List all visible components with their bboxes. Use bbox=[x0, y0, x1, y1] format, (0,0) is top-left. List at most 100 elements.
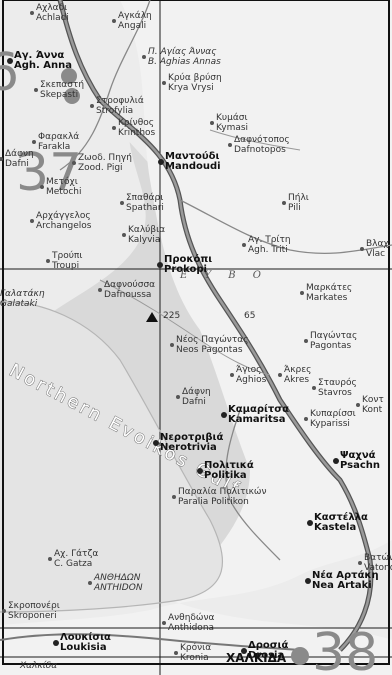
place-name-greek: Κρύα βρύση bbox=[168, 72, 222, 83]
place-name-latin: Galataki bbox=[0, 299, 38, 309]
place-marker-icon bbox=[282, 201, 286, 205]
place-name-latin: Agh. Anna bbox=[14, 60, 72, 71]
place-name-greek: Σταυρός bbox=[318, 377, 357, 388]
place-name-latin: Neos Pagontas bbox=[176, 345, 243, 355]
place-name-greek: Κυμάσι bbox=[216, 113, 248, 123]
place-marker-icon bbox=[304, 417, 308, 421]
place-name-latin: Nea Artaki bbox=[312, 580, 372, 591]
place-name-latin: Akres bbox=[284, 375, 309, 385]
place-name-greek: Μαντούδι bbox=[165, 150, 220, 162]
place-name-latin: Troupi bbox=[51, 261, 79, 271]
place-name-latin: Archangelos bbox=[36, 221, 92, 231]
place-name-greek: Καλύβια bbox=[128, 224, 165, 235]
secondary-road-6 bbox=[99, 279, 271, 376]
place-marker-icon bbox=[120, 201, 124, 205]
place-marker-icon bbox=[172, 495, 176, 499]
place-name-greek: Πολιτικά bbox=[204, 459, 254, 471]
place-name-latin: Prokopi bbox=[164, 264, 207, 275]
place-name-greek: Πήλι bbox=[288, 193, 309, 203]
place-name-greek: Γαλατάκη bbox=[0, 289, 45, 299]
place-marker-icon bbox=[230, 373, 234, 377]
place-marker-icon bbox=[333, 458, 339, 464]
place-name-greek: Σπαθάρι bbox=[126, 193, 163, 203]
page-ref-37[interactable]: 37 bbox=[16, 143, 82, 203]
place-name-latin: Zood. Pigi bbox=[78, 163, 123, 173]
place-marker-icon bbox=[197, 468, 203, 474]
city-chalkida[interactable]: ΧΑΛΚΙΔΑ bbox=[226, 651, 287, 665]
place-name-greek: Ανθηδώνα bbox=[168, 612, 214, 623]
place-marker-icon bbox=[48, 557, 52, 561]
place-name-greek: Φαρακλά bbox=[38, 132, 79, 142]
place-marker-icon bbox=[40, 185, 44, 189]
place-vatonda[interactable]: ΒατώνταVatonda bbox=[358, 552, 392, 573]
place-name-latin: Loukisia bbox=[60, 642, 107, 653]
place-name-latin: Achladi bbox=[36, 13, 69, 23]
place-name-greek: Νέος Παγώντας bbox=[176, 334, 248, 345]
place-name-greek: Μετόχι bbox=[46, 176, 78, 187]
place-name-greek: Σκεπαστή bbox=[40, 80, 84, 90]
place-name-greek: Κρόνια bbox=[180, 642, 211, 653]
region-label: Ε Υ Β Ο bbox=[179, 270, 268, 281]
page-ref-6[interactable]: 6 bbox=[0, 43, 19, 103]
place-name-latin: Krya Vrysi bbox=[168, 83, 214, 93]
page-ref-38[interactable]: 38 bbox=[312, 623, 378, 675]
place-name-latin: Kymasi bbox=[216, 123, 248, 133]
place-name-greek: Π. Αγίας Άννας bbox=[148, 47, 217, 57]
place-name-latin: Dafnotopos bbox=[234, 145, 286, 155]
place-marker-icon bbox=[157, 262, 163, 268]
place-name-greek: Βατώντα bbox=[364, 552, 392, 563]
place-name-greek: Τρούπι bbox=[51, 250, 82, 261]
place-marker-icon bbox=[158, 159, 164, 165]
place-marker-icon bbox=[278, 373, 282, 377]
